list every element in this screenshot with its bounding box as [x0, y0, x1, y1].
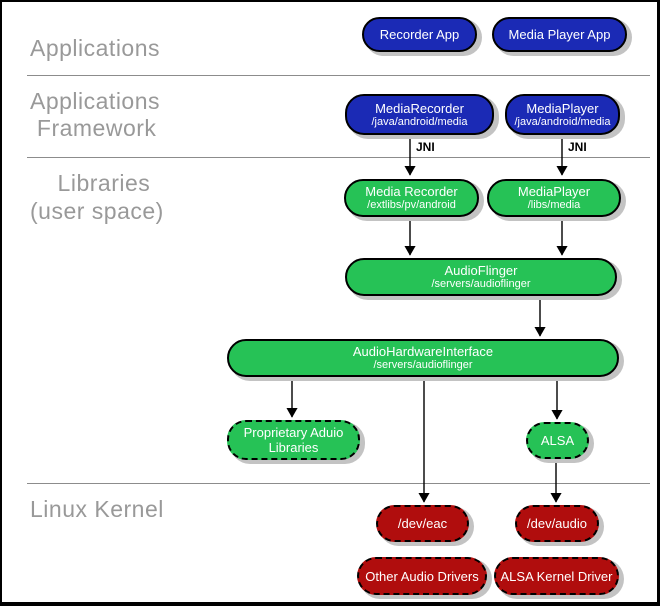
node-title: MediaRecorder: [375, 100, 464, 116]
node-dev-eac: /dev/eac: [376, 505, 469, 542]
node-title-line2: Libraries: [268, 440, 319, 455]
section-label-libraries-line1: Libraries: [30, 170, 151, 196]
node-path: /java/android/media: [514, 115, 611, 128]
node-media-recorder-lib: Media Recorder /extlibs/pv/android: [344, 179, 479, 217]
node-mediaplayer-lib: MediaPlayer /libs/media: [487, 179, 621, 217]
node-title: Recorder App: [379, 27, 460, 42]
node-path: /extlibs/pv/android: [367, 199, 456, 211]
node-title: /dev/audio: [527, 516, 587, 531]
node-title: ALSA: [540, 433, 575, 448]
jni-label-right: JNI: [568, 140, 587, 154]
node-mediarecorder-framework: MediaRecorder /java/android/media: [345, 94, 494, 135]
node-path: /servers/audioflinger: [431, 278, 531, 290]
node-title: Other Audio Drivers: [365, 568, 479, 584]
jni-label-left: JNI: [416, 140, 435, 154]
divider-applications-framework: [27, 75, 650, 76]
node-path: /java/android/media: [371, 115, 468, 128]
node-title: MediaPlayer: [526, 100, 599, 116]
section-label-applications: Applications: [30, 35, 161, 61]
node-media-player-app: Media Player App: [492, 17, 627, 52]
node-alsa-kernel-driver: ALSA Kernel Driver: [494, 557, 619, 595]
node-title: AudioFlinger: [444, 263, 518, 278]
section-label-linux-kernel: Linux Kernel: [30, 496, 164, 522]
node-path: /servers/audioflinger: [373, 359, 473, 371]
node-title: ALSA Kernel Driver: [500, 568, 613, 584]
node-other-audio-drivers: Other Audio Drivers: [357, 557, 487, 595]
node-audiohardwareinterface: AudioHardwareInterface /servers/audiofli…: [227, 339, 619, 377]
node-mediaplayer-framework: MediaPlayer /java/android/media: [505, 94, 620, 135]
node-title: AudioHardwareInterface: [352, 344, 494, 359]
node-path: /libs/media: [527, 199, 581, 211]
node-title-line1: Proprietary Aduio: [243, 425, 344, 440]
node-title: Media Player App: [508, 27, 611, 42]
node-title: /dev/eac: [397, 516, 448, 531]
divider-framework-libraries: [27, 157, 650, 158]
node-alsa: ALSA: [526, 422, 589, 459]
node-recorder-app: Recorder App: [362, 17, 477, 52]
node-audioflinger: AudioFlinger /servers/audioflinger: [345, 258, 617, 296]
section-label-framework-line2: Framework: [30, 115, 157, 141]
section-label-libraries-line2: (user space): [30, 198, 164, 224]
node-title: Media Recorder: [365, 184, 458, 199]
divider-libraries-kernel: [27, 483, 650, 484]
section-label-framework-line1: Applications: [30, 88, 161, 114]
node-proprietary-audio-libraries: Proprietary Aduio Libraries: [227, 420, 360, 460]
node-dev-audio: /dev/audio: [515, 505, 599, 542]
node-title: MediaPlayer: [517, 184, 591, 199]
